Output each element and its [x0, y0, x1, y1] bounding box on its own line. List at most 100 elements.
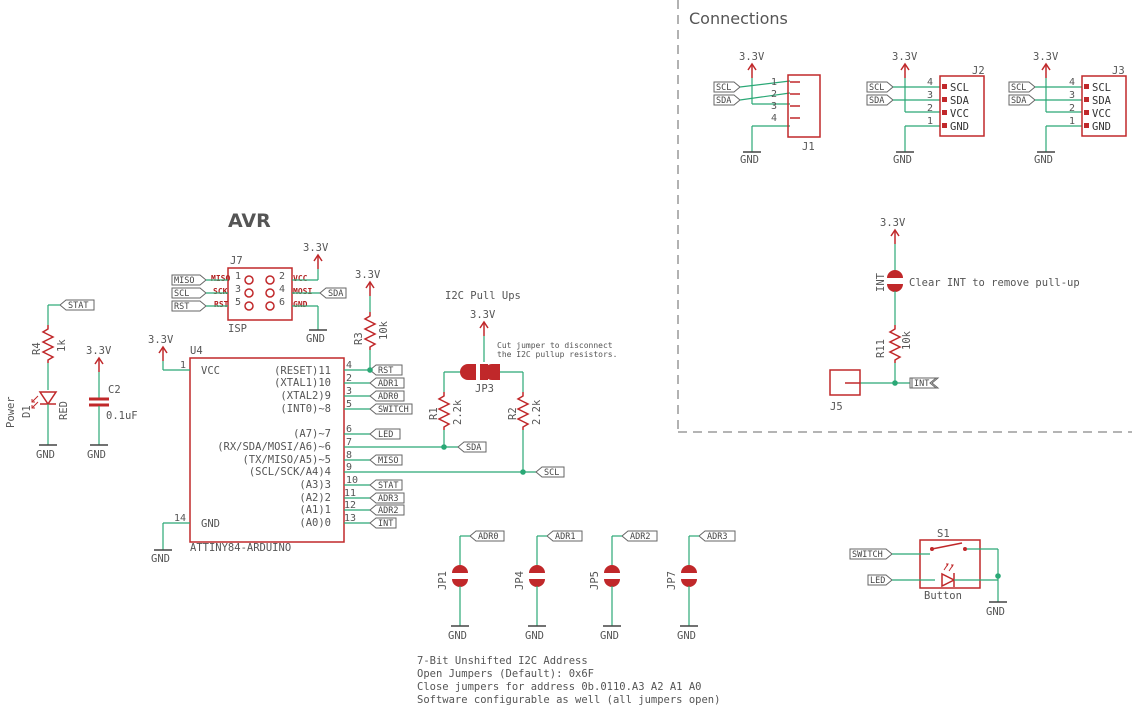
svg-text:R11: R11 — [875, 339, 887, 358]
power-led-circuit: STAT R4 1k GND Power D1 RED — [5, 299, 95, 461]
net-label-switch — [369, 403, 413, 415]
svg-text:ADR2: ADR2 — [378, 506, 398, 516]
svg-text:Power: Power — [5, 396, 17, 428]
pullups-title: I2C Pull Ups — [445, 290, 521, 302]
svg-text:Button: Button — [924, 590, 962, 602]
svg-text:5: 5 — [235, 297, 241, 308]
svg-text:SCL: SCL — [1011, 83, 1026, 93]
svg-text:SCL: SCL — [1092, 82, 1111, 94]
svg-text:GND: GND — [448, 630, 467, 642]
svg-text:SDA: SDA — [1092, 95, 1112, 107]
svg-text:GND: GND — [87, 449, 106, 461]
j1-ref: J1 — [802, 141, 815, 153]
svg-text:1: 1 — [927, 116, 933, 127]
svg-text:3.3V: 3.3V — [1033, 51, 1059, 63]
gnd-label: GND — [740, 154, 759, 166]
svg-text:R3: R3 — [353, 332, 365, 345]
svg-text:ADR2: ADR2 — [630, 532, 650, 542]
svg-text:SWITCH: SWITCH — [852, 550, 883, 560]
net-label-switch-s1 — [849, 548, 893, 560]
net-label-sda — [713, 94, 741, 106]
svg-text:3: 3 — [771, 101, 777, 112]
svg-text:2: 2 — [927, 103, 933, 114]
isp-header-j7: J7 ISP 1 3 5 2 4 6 MISO SCK RST VCC MOSI… — [171, 242, 347, 345]
mcu-u4: U4 3.3V 1 VCC GND 14 GND ATTINY84-ARDUIN… — [148, 334, 536, 565]
svg-text:JP4: JP4 — [514, 571, 526, 590]
svg-text:VCC: VCC — [950, 108, 969, 120]
svg-text:GND: GND — [36, 449, 55, 461]
svg-text:SWITCH: SWITCH — [378, 405, 409, 415]
svg-text:R1: R1 — [428, 407, 440, 420]
svg-text:4: 4 — [346, 360, 352, 371]
svg-text:3: 3 — [346, 386, 352, 397]
net-label-sda-isp — [319, 287, 347, 299]
svg-text:ADR0: ADR0 — [378, 392, 398, 402]
svg-text:4: 4 — [1069, 77, 1075, 88]
svg-text:MISO: MISO — [378, 456, 398, 466]
svg-text:2: 2 — [346, 373, 352, 384]
svg-text:1: 1 — [180, 360, 186, 371]
svg-text:GND: GND — [201, 518, 220, 530]
net-label-scl-isp — [171, 287, 207, 299]
svg-text:VCC: VCC — [293, 274, 308, 283]
svg-text:SCL: SCL — [950, 82, 969, 94]
svg-text:1: 1 — [235, 271, 241, 282]
svg-text:1: 1 — [1069, 116, 1075, 127]
svg-text:7: 7 — [346, 437, 352, 448]
svg-text:2: 2 — [1069, 103, 1075, 114]
svg-text:6: 6 — [279, 297, 285, 308]
net-label-miso-isp — [171, 274, 207, 286]
svg-text:0.1uF: 0.1uF — [106, 410, 138, 422]
svg-text:12: 12 — [344, 500, 356, 511]
svg-text:1: 1 — [771, 77, 777, 88]
net-label-miso — [369, 454, 403, 466]
svg-text:(A2)2: (A2)2 — [299, 492, 331, 504]
svg-text:R4: R4 — [31, 342, 43, 355]
svg-text:GND: GND — [893, 154, 912, 166]
svg-text:1k: 1k — [56, 339, 68, 352]
svg-text:J7: J7 — [230, 255, 243, 267]
svg-text:(A0)0: (A0)0 — [299, 517, 331, 529]
svg-text:R2: R2 — [507, 407, 519, 420]
button-led-icon — [941, 572, 956, 588]
svg-text:2: 2 — [279, 271, 285, 282]
svg-text:SDA: SDA — [466, 443, 481, 453]
svg-text:(TX/MISO/A5)~5: (TX/MISO/A5)~5 — [242, 454, 331, 466]
svg-text:RST: RST — [174, 302, 189, 312]
int-jumper — [887, 270, 903, 292]
svg-text:GND: GND — [986, 606, 1005, 618]
svg-text:GND: GND — [525, 630, 544, 642]
button-s1: S1 SWITCH LED GND Button — [849, 528, 1008, 618]
svg-text:JP1: JP1 — [437, 571, 449, 590]
net-label-sda-j2 — [866, 94, 894, 106]
led-icon — [38, 391, 58, 406]
svg-text:JP5: JP5 — [589, 571, 601, 590]
svg-text:GND: GND — [1034, 154, 1053, 166]
svg-text:MISO: MISO — [211, 274, 230, 283]
svg-text:MISO: MISO — [174, 276, 194, 286]
svg-text:(SCL/SCK/A4)4: (SCL/SCK/A4)4 — [249, 466, 331, 478]
svg-text:VCC: VCC — [1092, 108, 1111, 120]
i2c-pullups: 3.3V JP3 Cut jumper to disconnect the I2… — [428, 309, 617, 475]
svg-text:2.2k: 2.2k — [531, 399, 543, 425]
net-label-led-s1 — [867, 574, 893, 586]
svg-text:(XTAL1)10: (XTAL1)10 — [274, 377, 331, 389]
svg-text:(XTAL2)9: (XTAL2)9 — [280, 390, 331, 402]
svg-text:LED: LED — [378, 430, 393, 440]
svg-text:3.3V: 3.3V — [892, 51, 918, 63]
svg-text:INT: INT — [914, 379, 929, 389]
svg-text:INT: INT — [875, 272, 887, 292]
svg-text:4: 4 — [927, 77, 933, 88]
address-jumper-jp5: ADR2 GND JP5 — [589, 530, 658, 642]
net-label-scl — [713, 81, 741, 93]
address-jumper-jp7: ADR3 GND JP7 — [666, 530, 736, 642]
svg-text:SCL: SCL — [174, 289, 189, 299]
svg-text:GND: GND — [677, 630, 696, 642]
switch-icon — [931, 542, 963, 550]
connections-title: Connections — [689, 9, 788, 28]
svg-text:LED: LED — [870, 576, 885, 586]
svg-text:6: 6 — [346, 424, 352, 435]
svg-text:RST: RST — [214, 300, 229, 309]
svg-text:ATTINY84-ARDUINO: ATTINY84-ARDUINO — [190, 542, 291, 554]
svg-text:C2: C2 — [108, 384, 121, 396]
